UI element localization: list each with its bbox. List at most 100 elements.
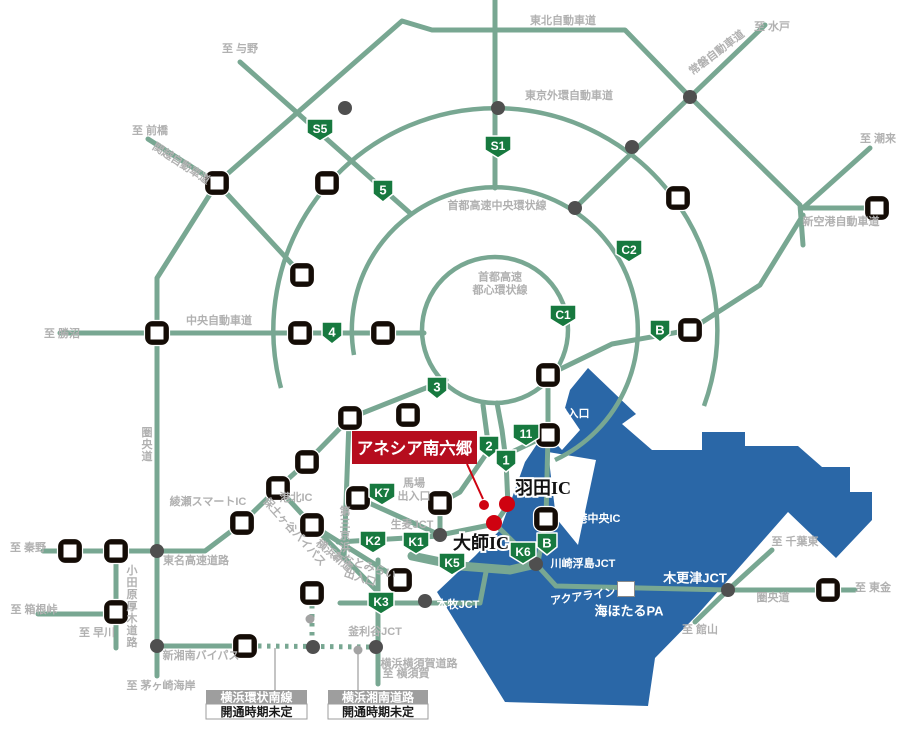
interchange-marker-core (376, 326, 390, 340)
road-label: 至 千葉東 (771, 534, 819, 548)
route-shield-label: 3 (433, 380, 440, 395)
route-shield-C1 (549, 304, 577, 328)
interchange-marker-core (305, 518, 319, 532)
route-shield-S5 (306, 118, 334, 142)
leader-dot (353, 645, 363, 655)
route-shield-C2 (615, 239, 643, 263)
road-label: 横浜横須賀道路 (381, 656, 459, 670)
road-label: 空港中央IC (566, 511, 621, 525)
ic-label: 大師IC (453, 532, 509, 553)
construction-box-body (205, 703, 308, 720)
tama-river-mouth (548, 452, 596, 545)
interchange-marker-core (235, 516, 249, 530)
junction-dot (150, 544, 164, 558)
route-shield-label: K1 (408, 535, 424, 549)
route-shield-label: 5 (379, 183, 386, 198)
road-k1-yokohane-line (437, 521, 498, 538)
route-shield-label: K5 (444, 556, 460, 570)
interchange-marker-core (541, 368, 555, 382)
road-label: 馬場出入口 (398, 476, 431, 503)
interchange-marker-core (293, 326, 307, 340)
construction-box-subtitle: 開通時期未定 (220, 704, 292, 719)
road-label: 海ほたるPA (594, 604, 664, 619)
road-label: 東北自動車道 (530, 13, 596, 27)
route-shield-B (536, 532, 558, 556)
interchange-marker-core (305, 586, 319, 600)
junction-dot (418, 594, 432, 608)
road-label: 関越自動車道 (150, 139, 213, 187)
road-label: 至 水戸 (754, 19, 790, 33)
route-shield-2 (478, 435, 500, 459)
umihotaru-pa-marker (617, 581, 635, 597)
ring-shuto-central-circular (349, 185, 641, 463)
road-label: 生麦JCT (391, 517, 434, 531)
road-joban-expwy (572, 22, 768, 211)
road-label: 至 早川 (79, 626, 115, 639)
route-shield-5 (372, 179, 394, 203)
interchange-marker-core (63, 544, 77, 558)
road-aqualine (533, 561, 731, 593)
road-yokohama-shindo (309, 522, 403, 583)
road-label: 小田原厚木道路 (126, 563, 139, 649)
route-shield-S1 (484, 135, 512, 159)
road-label: 首都高速都心環状線 (472, 270, 528, 297)
route-shield-K7 (368, 482, 396, 506)
road-label: 至 勝沼 (44, 326, 80, 340)
route-shield-label: K3 (373, 595, 389, 609)
road-label: 首都高速中央環状線 (448, 198, 547, 212)
route-shield-11 (512, 423, 540, 447)
road-label: 本牧JCT (437, 597, 480, 611)
route-shield-label: 11 (520, 427, 533, 441)
construction-box-subtitle: 開通時期未定 (342, 704, 414, 719)
junction-dot (491, 101, 505, 115)
property-banner-label: アネシア南六郷 (357, 438, 473, 458)
route-shield-K1 (402, 531, 430, 555)
interchange-marker-core (541, 428, 555, 442)
interchange-marker-core (295, 268, 309, 282)
interchange-marker-core (671, 191, 685, 205)
interchange-marker-core (109, 605, 123, 619)
road-label: 新空港自動車道 (803, 214, 880, 228)
road-label: 至 茅ヶ崎海岸 (126, 678, 195, 692)
road-label: 第三京浜 (340, 504, 351, 554)
interchange-marker-core (433, 496, 447, 510)
route-shield-K2 (359, 530, 387, 554)
road-label: 東京外環自動車道 (525, 88, 613, 102)
interchange-marker-core (210, 176, 224, 190)
road-label: 至 東金 (855, 580, 892, 594)
road-label: 至 館山 (682, 622, 718, 636)
road-label: 釜利谷JCT (347, 624, 402, 638)
interchange-marker-core (150, 326, 164, 340)
route-shield-label: S1 (491, 139, 506, 153)
road-k7-yokohama-kita-line (355, 495, 443, 538)
road-label: 中央自動車道 (186, 313, 252, 327)
road-label: 綾瀬スマートIC (170, 494, 247, 508)
leader-dot (305, 614, 315, 624)
road-label: 至 前橋 (132, 123, 169, 137)
interchange-marker-core (539, 512, 553, 526)
road-label: 木更津JCT (662, 571, 727, 586)
ic-red-dot (486, 515, 502, 531)
road-label: 新湘南バイパス (163, 648, 240, 662)
route-shield-K3 (367, 591, 395, 615)
road-label: 圏央道 (757, 590, 790, 604)
interchange-marker-core (271, 481, 285, 495)
route-shield-B (649, 319, 671, 343)
road-to-itako-line (800, 145, 873, 211)
junction-dot (529, 557, 543, 571)
route-shield-K5 (438, 552, 466, 576)
interchange-marker-core (870, 201, 884, 215)
construction-box-header (328, 690, 428, 704)
interchange-marker-core (300, 455, 314, 469)
interchange-marker-core (683, 323, 697, 337)
road-k5-daikoku-line (407, 551, 541, 575)
road-label: 圏央道 (142, 426, 154, 463)
property-location-dot (479, 500, 489, 510)
interchange-marker-core (393, 573, 407, 587)
road-label: 至 潮来 (860, 131, 897, 145)
junction-dot (306, 640, 320, 654)
interchange-marker-core (401, 408, 415, 422)
route-shield-K6 (509, 541, 537, 565)
